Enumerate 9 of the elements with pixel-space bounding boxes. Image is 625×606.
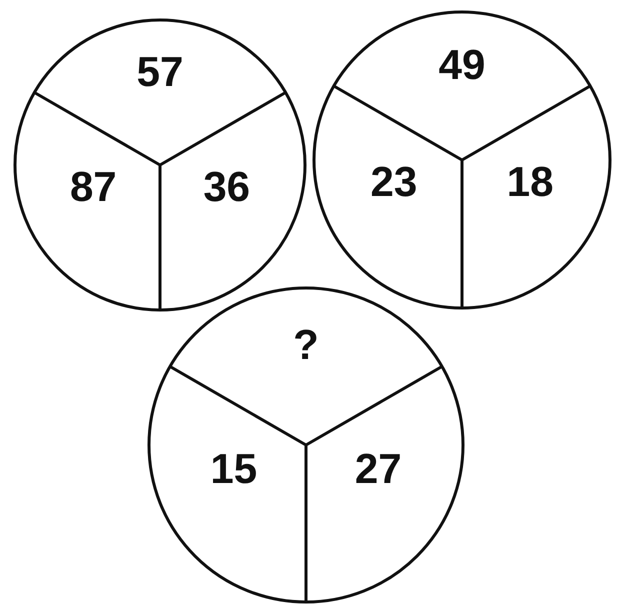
number-label: 87: [70, 166, 117, 208]
number-label: 27: [354, 448, 402, 490]
number-label: 15: [210, 448, 258, 490]
number-label: 18: [506, 161, 554, 204]
number-label: 36: [203, 166, 250, 208]
number-label: 23: [370, 161, 418, 204]
number-label: 57: [136, 51, 184, 94]
number-label: ?: [293, 324, 319, 366]
number-label: 49: [438, 44, 486, 86]
